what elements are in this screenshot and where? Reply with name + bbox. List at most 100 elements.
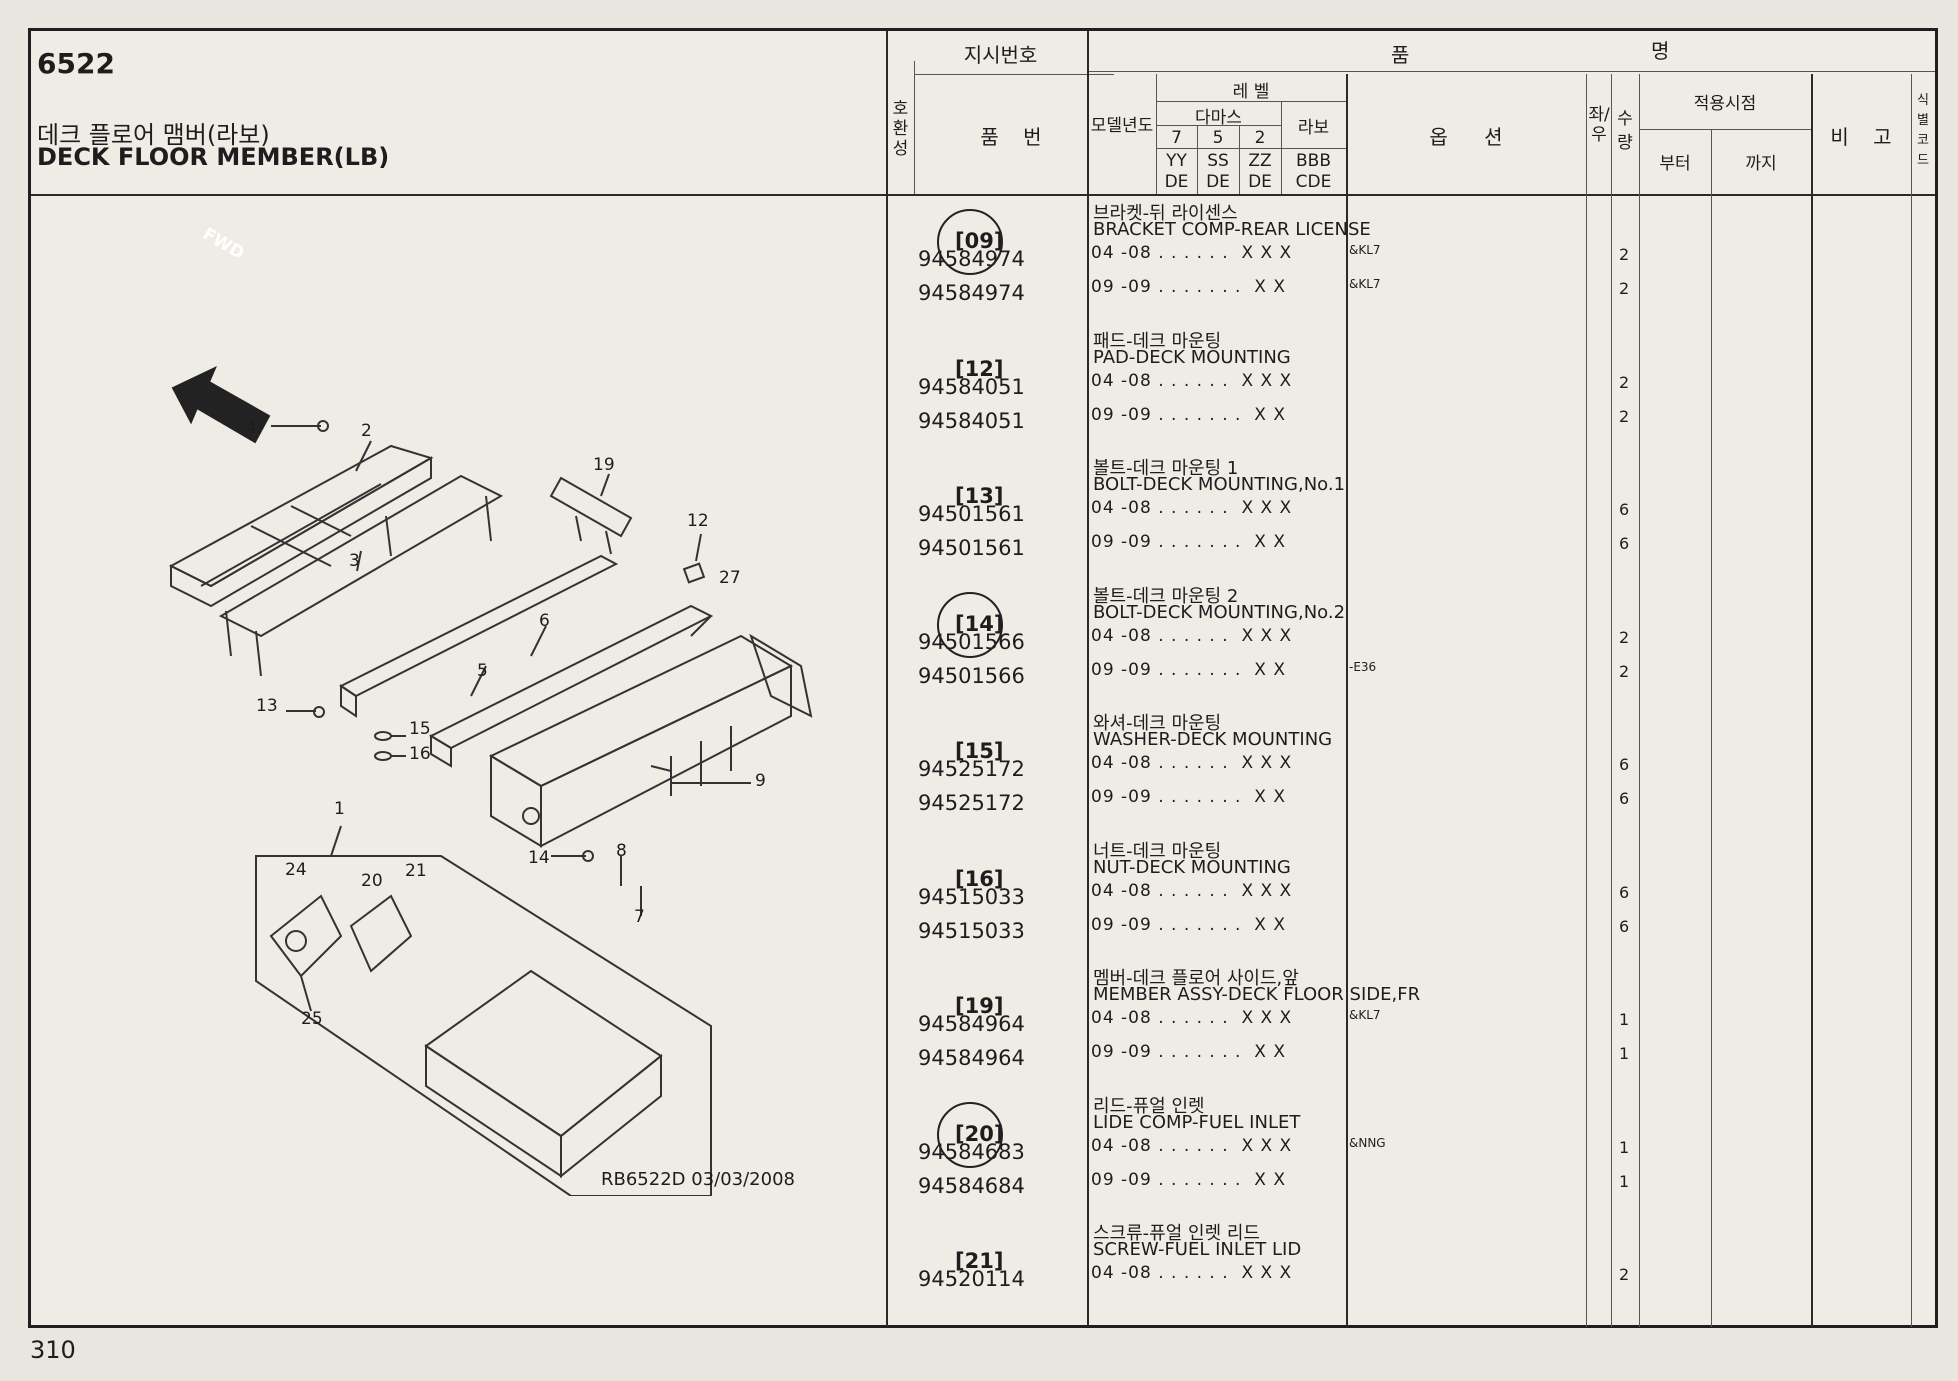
part-ref-number: [15] — [955, 739, 1004, 763]
pno-divider — [1087, 31, 1089, 1327]
col-damas: 다마스 — [1195, 108, 1242, 128]
part-number: 94501561 — [918, 536, 1025, 560]
option-divider — [1346, 74, 1348, 1327]
quantity: 2 — [1619, 661, 1630, 681]
part-name-english: BRACKET COMP-REAR LICENSE — [1093, 219, 1371, 240]
model-year-range: 09 -09 . . . . . . . X X — [1091, 532, 1286, 552]
part-number: 94584051 — [918, 408, 1025, 433]
model-year-range: 09 -09 . . . . . . . X X — [1091, 1042, 1286, 1062]
part-number: 94520114 — [918, 1267, 1025, 1291]
model-year-range: 04 -08 . . . . . . X X X — [1091, 1263, 1293, 1283]
diagram-label-19: 19 — [593, 455, 615, 475]
model-year-range: 04 -08 . . . . . . X X X — [1091, 370, 1293, 391]
diagram-label-6: 6 — [539, 611, 550, 631]
model-year-range: 04 -08 . . . . . . X X X — [1091, 498, 1293, 518]
part-name-korean: 멤버-데크 플로어 사이드,앞 — [1093, 968, 1299, 989]
part-number: 94584051 — [918, 374, 1025, 399]
part-number: 94515033 — [918, 884, 1025, 909]
model-year-range: 09 -09 . . . . . . . X X — [1091, 1169, 1286, 1190]
diagram-label-21: 21 — [405, 861, 427, 881]
part-name-korean: 패드-데크 마운팅 — [1093, 330, 1222, 352]
quantity: 1 — [1619, 1171, 1630, 1191]
diagram-label-2: 2 — [361, 421, 372, 441]
part-number: 94501561 — [918, 502, 1025, 526]
quantity: 2 — [1619, 372, 1630, 392]
quantity: 2 — [1619, 245, 1630, 264]
model-year-range: 09 -09 . . . . . . . X X — [1091, 659, 1286, 680]
title-korean: 데크 플로어 맴버(라보) — [37, 121, 270, 149]
qty-divider — [1611, 74, 1612, 1327]
diagram-label-27: 27 — [719, 568, 741, 588]
lvl-div-3 — [1281, 101, 1282, 194]
part-name-english: SCREW-FUEL INLET LID — [1093, 1239, 1302, 1260]
lvl-div-2 — [1239, 125, 1240, 194]
level-rule — [1156, 101, 1346, 102]
model-year-range: 04 -08 . . . . . . X X X — [1091, 1135, 1293, 1156]
diagram-label-13: 13 — [256, 696, 278, 716]
diagram-label-4: 4 — [246, 418, 257, 438]
quantity: 2 — [1619, 279, 1630, 298]
part-number: 94525172 — [918, 791, 1025, 815]
col-ss: SS — [1207, 151, 1229, 171]
part-name-korean: 리드-퓨얼 인렛 — [1093, 1095, 1205, 1117]
part-name-korean: 스크류-퓨얼 인렛 리드 — [1093, 1223, 1260, 1244]
diagram-label-1: 1 — [334, 799, 345, 819]
code-divider — [1911, 74, 1912, 1327]
option-code: &KL7 — [1349, 1008, 1381, 1022]
diagram-label-15: 15 — [409, 719, 431, 739]
quantity: 6 — [1619, 916, 1630, 936]
quantity: 1 — [1619, 1137, 1630, 1157]
diagram-label-24: 24 — [285, 860, 307, 880]
model-year-range: 09 -09 . . . . . . . X X — [1091, 914, 1286, 935]
diagram-divider — [886, 31, 888, 1327]
part-ref-number: [13] — [955, 484, 1004, 508]
col-de-1: DE — [1164, 172, 1189, 192]
part-number: 94584964 — [918, 1046, 1025, 1070]
diagram-label-12: 12 — [687, 511, 709, 531]
col-left-right: 좌/우 — [1588, 105, 1610, 145]
section-code: 6522 — [37, 47, 115, 80]
diagram-label-16: 16 — [409, 744, 431, 764]
col-qty: 수량 — [1617, 109, 1633, 153]
part-number: 94584974 — [918, 281, 1025, 305]
page-number: 310 — [30, 1336, 76, 1364]
col-pum: 품 — [1391, 43, 1410, 67]
title-english: DECK FLOOR MEMBER(LB) — [37, 143, 390, 171]
col-bbb: BBB — [1296, 151, 1331, 171]
quantity: 1 — [1619, 1044, 1630, 1063]
from-to-divider — [1711, 129, 1712, 1327]
part-name-english: NUT-DECK MOUNTING — [1093, 856, 1291, 878]
col-labo: 라보 — [1297, 118, 1330, 138]
part-number: 94501566 — [918, 663, 1025, 688]
col-jisi: 지시번호 — [963, 43, 1038, 67]
diagram-label-14: 14 — [528, 848, 550, 868]
option-code: &NNG — [1349, 1135, 1386, 1150]
parts-sheet: 6522 데크 플로어 맴버(라보) DECK FLOOR MEMBER(LB)… — [28, 28, 1938, 1328]
diagram-label-8: 8 — [616, 841, 627, 861]
col-myeong: 명 — [1651, 39, 1670, 63]
quantity: 2 — [1619, 406, 1630, 426]
diagram-label-25: 25 — [301, 1009, 323, 1029]
part-name-korean: 너트-데크 마운팅 — [1093, 840, 1222, 862]
circle-09 — [937, 209, 1003, 275]
model-year-range: 04 -08 . . . . . . X X X — [1091, 243, 1293, 263]
col-pumbeon: 품 번 — [980, 125, 1042, 149]
model-year-range: 09 -09 . . . . . . . X X — [1091, 787, 1286, 807]
quantity: 6 — [1619, 882, 1630, 902]
diagram-label-9: 9 — [755, 771, 766, 791]
part-number: 94515033 — [918, 918, 1025, 943]
col-option: 옵 션 — [1429, 125, 1503, 149]
model-year-range: 04 -08 . . . . . . X X X — [1091, 625, 1293, 646]
apply-rule — [1639, 129, 1811, 130]
lr-divider — [1586, 74, 1587, 1327]
header-rule-1 — [1087, 71, 1935, 72]
quantity: 6 — [1619, 534, 1630, 553]
col-hohwanseong: 호환성 — [892, 99, 909, 159]
col-level: 레 벨 — [1232, 82, 1270, 102]
col-ident-code: 식별코드 — [1917, 93, 1929, 168]
col-from: 부터 — [1659, 154, 1691, 174]
part-name-english: BOLT-DECK MOUNTING,No.1 — [1093, 474, 1346, 495]
part-number: 94584964 — [918, 1012, 1025, 1036]
damas-rule — [1156, 125, 1281, 126]
col-zz: ZZ — [1248, 151, 1272, 171]
